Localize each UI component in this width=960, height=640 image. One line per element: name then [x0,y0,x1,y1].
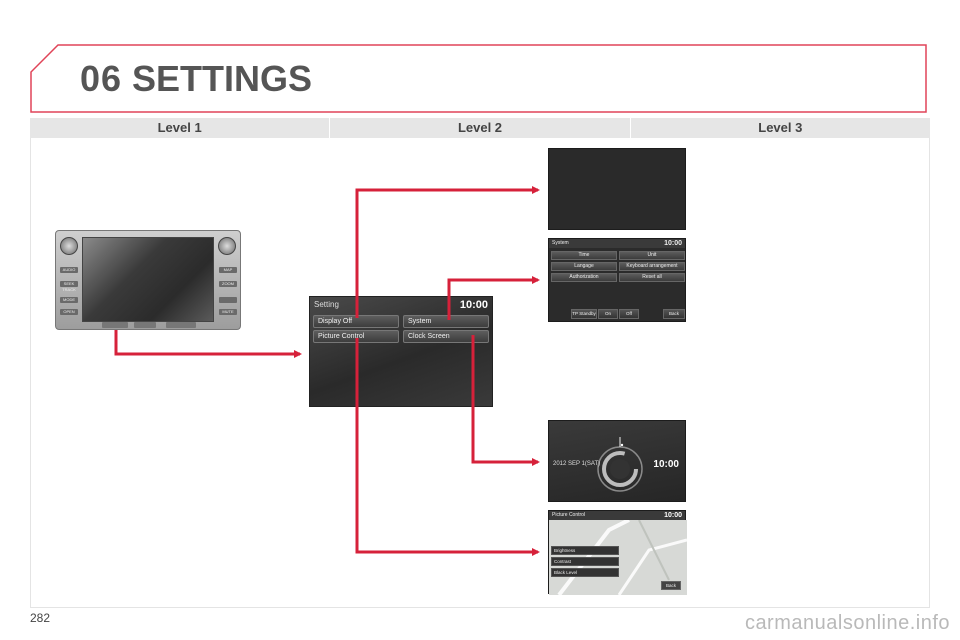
brightness-row[interactable]: Brightness [551,546,619,555]
picture-control-title: Picture Control [549,511,685,520]
time-button[interactable]: Time [551,251,617,260]
system-back-button[interactable]: Back [663,309,685,319]
picture-control-back-button[interactable]: Back [661,581,681,590]
info-hard-button [134,322,156,328]
display-off-button[interactable]: Display Off [313,315,399,328]
system-button[interactable]: System [403,315,489,328]
tune-knob-icon [218,237,236,255]
zoom-button: ZOOM [219,281,237,287]
level-3-label: Level 3 [758,120,803,135]
chapter-number: 06 [80,58,123,99]
content-frame [30,138,930,608]
system-screen: System 10:00 Time Unit Langage Keyboard … [548,238,686,322]
picture-control-button[interactable]: Picture Control [313,330,399,343]
display-off-screen [548,148,686,230]
analog-clock-icon [597,437,643,492]
mute-button: MUTE [219,309,237,315]
authorization-button[interactable]: Authorization [551,273,617,282]
header-frame [30,44,927,113]
back-menu-hard-button [166,322,196,328]
tp-standby-on-button[interactable]: On [598,309,618,319]
setting-screen: Setting 10:00 Display Off System Picture… [309,296,493,407]
picture-control-clock: 10:00 [664,512,682,519]
clock-time: 10:00 [653,459,679,470]
watermark: carmanualsonline.info [744,612,950,634]
tp-standby-label: TP Standby [571,309,597,319]
level-2-label: Level 2 [330,118,631,138]
setting-screen-title: Setting [314,300,339,309]
map-button: MAP [219,267,237,273]
language-button[interactable]: Langage [551,262,617,271]
black-level-row[interactable]: Black Level [551,568,619,577]
system-screen-clock: 10:00 [664,240,682,247]
volume-knob-icon [60,237,78,255]
reset-all-button[interactable]: Reset all [619,273,685,282]
chapter-title: SETTINGS [132,58,313,99]
page-number: 282 [30,611,51,625]
clock-screen: 2012 SEP 1(SAT) 10:00 [548,420,686,502]
system-screen-title: System [549,239,685,248]
tp-standby-off-button[interactable]: Off [619,309,639,319]
settings-hard-button [102,322,128,328]
clock-date: 2012 SEP 1(SAT) [553,461,601,467]
clock-screen-button[interactable]: Clock Screen [403,330,489,343]
contrast-row[interactable]: Contrast [551,557,619,566]
keyboard-arrangement-button[interactable]: Keyboard arrangement [619,262,685,271]
head-unit-screen [82,237,214,322]
head-unit-illustration: AUDIO SEEK TRACK MODE OPEN MAP ZOOM MUTE [55,230,241,330]
unit-button[interactable]: Unit [619,251,685,260]
zoom-out-button [219,297,237,303]
setting-screen-clock: 10:00 [459,299,488,311]
open-button: OPEN [60,309,78,315]
level-1-label: Level 1 [30,118,331,138]
picture-control-screen: Picture Control 10:00 Brightness Contras… [548,510,687,595]
mode-button: MODE [60,297,78,303]
seek-track-button: SEEK TRACK [60,281,78,292]
audio-button: AUDIO [60,267,78,273]
level-header-bar: Level 1 Level 2 Level 3 [30,118,930,138]
